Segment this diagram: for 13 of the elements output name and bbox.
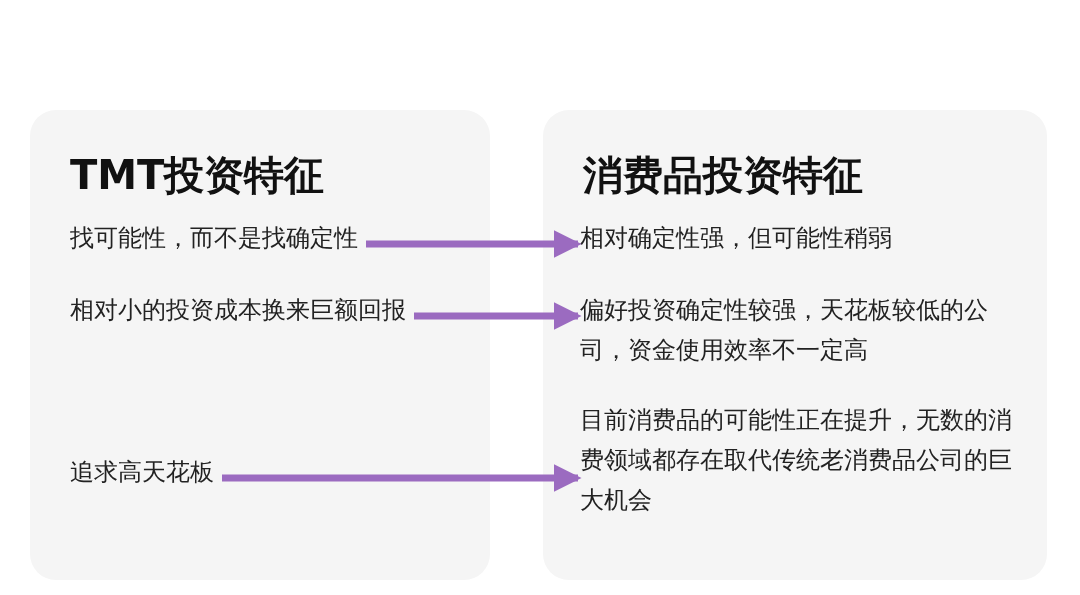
list-item-text: 找可能性，而不是找确定性 [70,218,475,258]
panel-heading: TMT投资特征 [70,151,325,200]
list-item-text: 偏好投资确定性较强，天花板较低的公司，资金使用效率不一定高 [580,290,1015,370]
list-item-text: 目前消费品的可能性正在提升，无数的消费领域都存在取代传统老消费品公司的巨大机会 [580,400,1015,520]
arrow [222,464,582,492]
arrow [366,230,582,258]
panel-card [543,110,1047,580]
list-item-text: 相对小的投资成本换来巨额回报 [70,290,475,330]
panel-card [30,110,490,580]
list-item-text: 相对确定性强，但可能性稍弱 [580,218,1015,258]
list-item-text: 追求高天花板 [70,452,475,492]
panel-heading: 消费品投资特征 [583,151,863,200]
arrow [414,302,582,330]
